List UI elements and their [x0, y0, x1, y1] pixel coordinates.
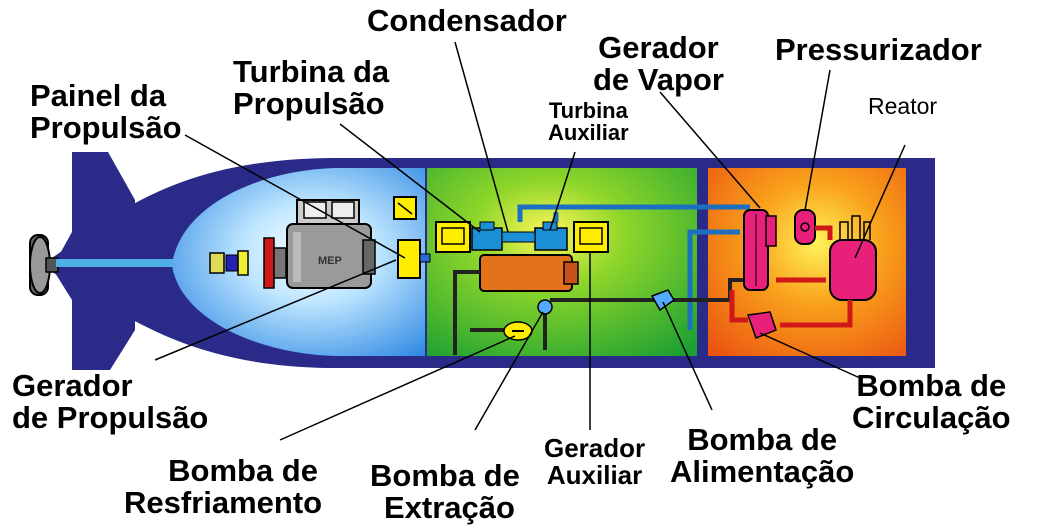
turbina-auxiliar-line2: Auxiliar	[548, 120, 629, 146]
turbina-propulsao-line1: Turbina da	[233, 54, 390, 89]
bomba-circulacao-label: Bomba de Circulação	[852, 370, 1011, 433]
bomba-alimentacao-label: Bomba de Alimentação	[670, 424, 854, 487]
mep-label: MEP	[318, 255, 342, 267]
bomba-resfriamento-line1: Bomba de	[168, 453, 318, 488]
turbina-propulsao-line2: Propulsão	[233, 85, 385, 121]
bomba-resfriamento-label: Bomba de Resfriamento	[124, 455, 322, 518]
gerador-propulsao-line1: Gerador	[12, 368, 133, 403]
extraction-pump	[537, 299, 553, 315]
painel-propulsao-label: Painel da Propulsão	[30, 80, 182, 143]
propulsion-panel	[393, 196, 417, 220]
steam-generator	[743, 209, 777, 291]
gerador-vapor-line1: Gerador	[598, 30, 719, 65]
bomba-alimentacao-line1: Bomba de	[687, 422, 838, 457]
bomba-extracao-line2: Extração	[384, 489, 515, 525]
leader-lines	[154, 41, 906, 441]
circulation-pump	[746, 311, 777, 339]
gerador-vapor-label: Gerador de Vapor	[593, 32, 724, 95]
turbina-auxiliar-label: Turbina Auxiliar	[548, 98, 629, 146]
condenser	[479, 254, 579, 292]
shaft-couplings	[209, 237, 287, 289]
pressurizer	[794, 209, 816, 245]
gerador-auxiliar-label: Gerador Auxiliar	[544, 435, 645, 488]
gerador-propulsao-line2: de Propulsão	[12, 399, 209, 435]
pressurizador-label: Pressurizador	[775, 34, 982, 66]
pressurizador-text: Pressurizador	[775, 32, 982, 67]
auxiliary-generator	[573, 221, 609, 253]
condensador-text: Condensador	[367, 3, 567, 38]
bomba-alimentacao-line2: Alimentação	[670, 453, 855, 489]
turbina-propulsao-label: Turbina da Propulsão	[233, 56, 389, 119]
reator-text: Reator	[868, 93, 938, 119]
gerador-propulsao-label: Gerador de Propulsão	[12, 370, 208, 433]
propulsion-shaft	[56, 259, 270, 267]
bomba-circulacao-line2: Circulação	[852, 399, 1011, 435]
feed-pump	[650, 289, 675, 312]
painel-propulsao-line1: Painel da	[30, 78, 167, 113]
turbina-auxiliar-line1: Turbina	[548, 98, 628, 123]
propulsion-generator	[397, 239, 421, 279]
primary-loop-piping	[729, 225, 853, 328]
bomba-circulacao-line1: Bomba de	[856, 368, 1007, 403]
reator-label: Reator	[868, 93, 938, 119]
painel-propulsao-line2: Propulsão	[30, 109, 182, 145]
gerador-auxiliar-line2: Auxiliar	[546, 459, 643, 490]
main-turbine-generator	[435, 221, 471, 253]
condensador-label: Condensador	[367, 5, 567, 37]
main-electric-motor	[286, 199, 376, 289]
reactor	[829, 215, 877, 301]
bomba-extracao-label: Bomba de Extração	[370, 460, 520, 523]
bomba-extracao-line1: Bomba de	[370, 458, 520, 493]
bomba-resfriamento-line2: Resfriamento	[124, 484, 323, 520]
propeller-icon	[29, 234, 59, 296]
gerador-vapor-line2: de Vapor	[593, 61, 724, 97]
gerador-auxiliar-line1: Gerador	[544, 433, 646, 463]
